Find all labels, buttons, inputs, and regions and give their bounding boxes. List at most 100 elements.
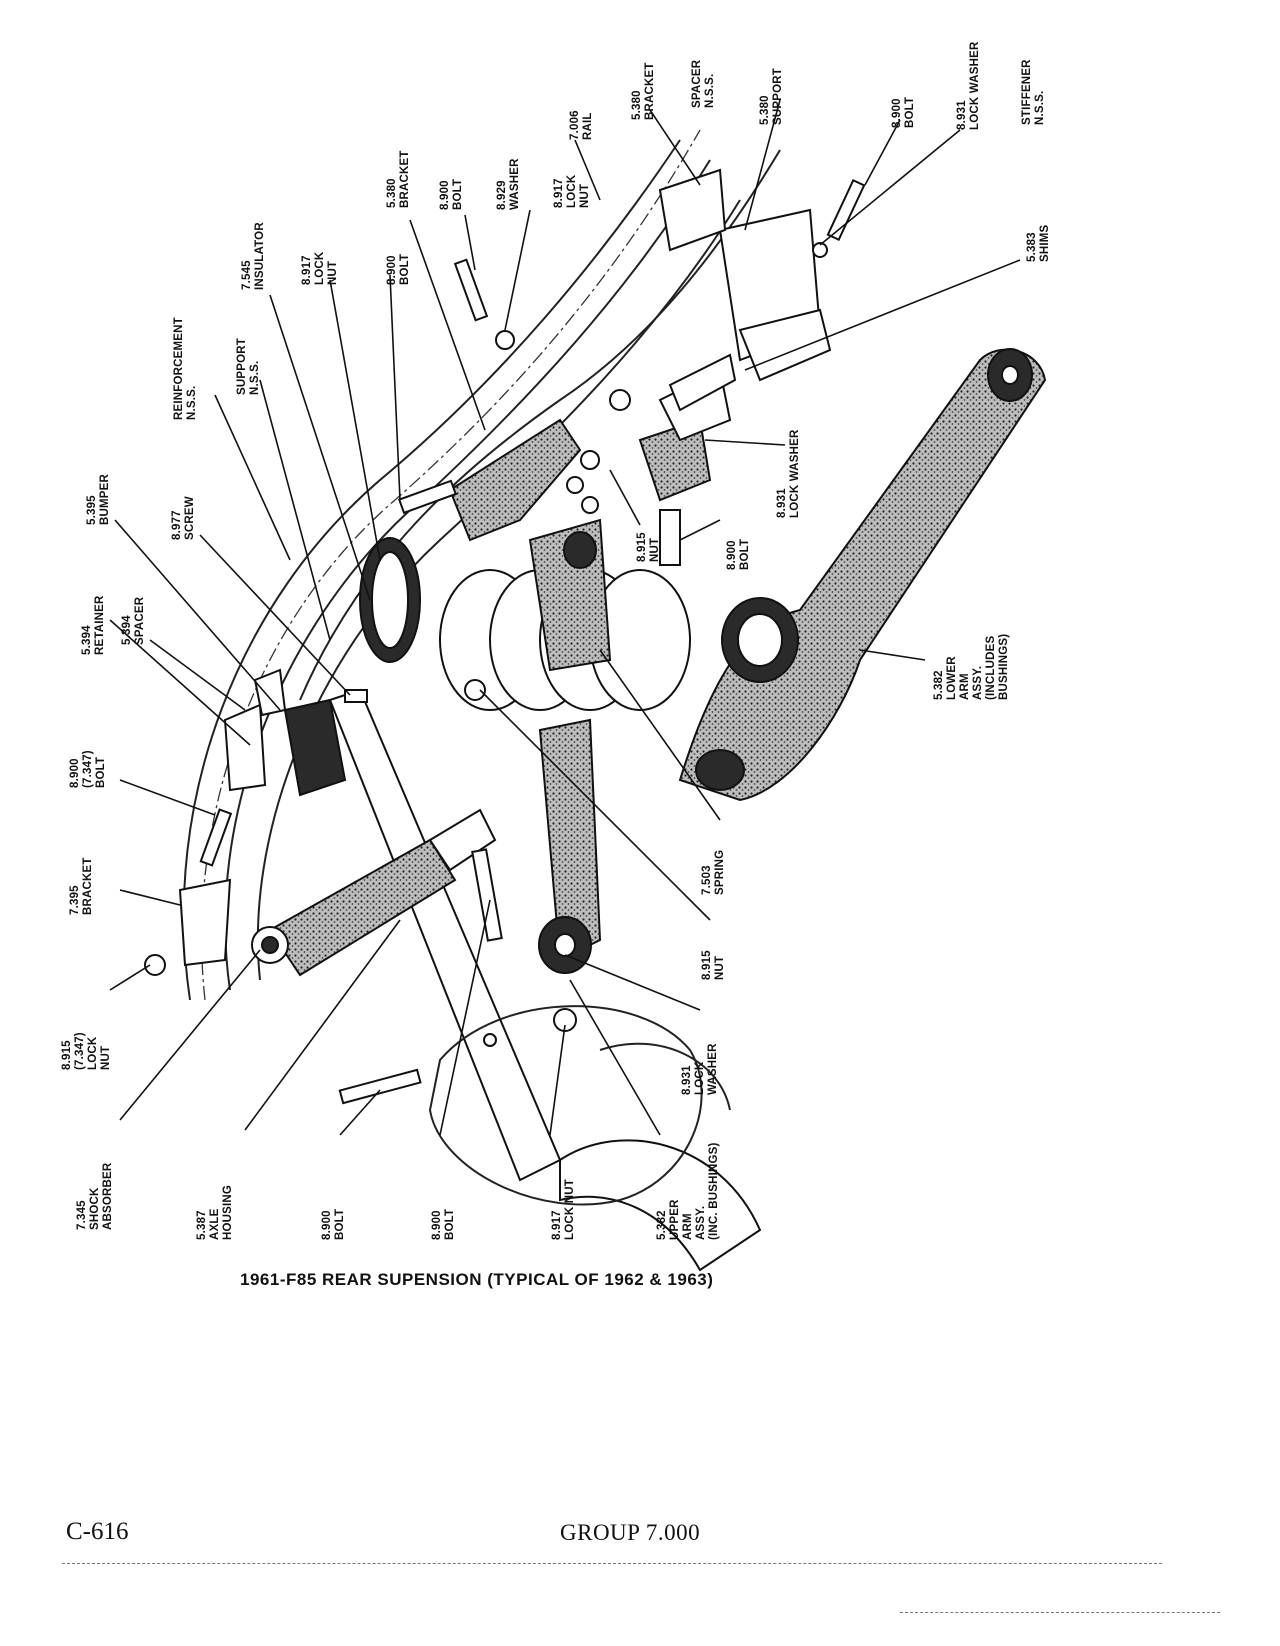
svg-text:NUT: NUT — [579, 184, 591, 208]
svg-text:RETAINER: RETAINER — [94, 595, 106, 655]
bumper — [283, 698, 347, 797]
group-heading: GROUP 7.000 — [560, 1520, 701, 1545]
svg-text:8.900: 8.900 — [891, 98, 903, 128]
svg-text:BOLT: BOLT — [334, 1209, 346, 1240]
label-bolt-top: 8.900 BOLT — [891, 97, 916, 128]
svg-text:LOWER: LOWER — [946, 656, 958, 700]
label-nut-lower: 8.915 NUT — [701, 950, 726, 980]
svg-text:N.S.S.: N.S.S. — [249, 361, 261, 395]
label-axle-housing: 5.387 AXLE HOUSING — [196, 1185, 234, 1240]
svg-text:8.977: 8.977 — [171, 510, 183, 540]
svg-text:BOLT: BOLT — [739, 539, 751, 570]
label-lock-washer-mid: 8.931 LOCK WASHER — [776, 429, 801, 518]
svg-text:HOUSING: HOUSING — [222, 1185, 234, 1240]
svg-text:WASHER: WASHER — [707, 1043, 719, 1095]
svg-text:8.931: 8.931 — [681, 1065, 693, 1095]
svg-text:8.900: 8.900 — [69, 758, 81, 788]
svg-text:NUT: NUT — [327, 261, 339, 285]
svg-text:INSULATOR: INSULATOR — [254, 222, 266, 290]
label-lock-nut-left: 8.915 (7.347) LOCK NUT — [61, 1032, 112, 1070]
retainer — [223, 703, 267, 792]
footer-rule-lower — [900, 1612, 1220, 1613]
svg-text:8.915: 8.915 — [701, 950, 713, 980]
svg-text:BRACKET: BRACKET — [644, 62, 656, 120]
svg-text:ARM: ARM — [682, 1213, 694, 1240]
svg-text:8.900: 8.900 — [321, 1210, 333, 1240]
svg-text:5.382: 5.382 — [933, 670, 945, 700]
svg-text:8.917: 8.917 — [301, 255, 313, 285]
svg-text:8.900: 8.900 — [439, 180, 451, 210]
svg-text:WASHER: WASHER — [509, 158, 521, 210]
svg-text:SPACER: SPACER — [691, 59, 703, 108]
svg-text:8.917: 8.917 — [551, 1210, 563, 1240]
svg-text:5.380: 5.380 — [386, 178, 398, 208]
svg-text:8.931: 8.931 — [776, 488, 788, 518]
svg-text:N.S.S.: N.S.S. — [186, 386, 198, 420]
svg-text:8.917: 8.917 — [553, 178, 565, 208]
label-bracket-top: 5.380 BRACKET — [631, 62, 656, 120]
svg-text:5.387: 5.387 — [196, 1210, 208, 1240]
label-bracket-mid: 5.380 BRACKET — [386, 150, 411, 208]
svg-text:ASSY.: ASSY. — [695, 1206, 707, 1240]
lock-nut-bottom — [553, 1008, 577, 1032]
svg-text:BOLT: BOLT — [452, 179, 464, 210]
label-spring: 7.503 SPRING — [701, 850, 726, 895]
label-nut-mid: 8.915 NUT — [636, 532, 661, 562]
label-lock-nut-mid: 8.917 LOCK NUT — [301, 251, 339, 285]
leader-lines — [109, 99, 1021, 1136]
svg-text:5.382: 5.382 — [656, 1210, 668, 1240]
label-bolt-bottom-b: 8.900 BOLT — [431, 1209, 456, 1240]
svg-text:NUT: NUT — [649, 538, 661, 562]
svg-text:BOLT: BOLT — [904, 97, 916, 128]
lower-arm-assembly — [678, 348, 1047, 802]
shock-absorber — [251, 808, 497, 977]
svg-text:BUMPER: BUMPER — [99, 473, 111, 525]
upper-arm-assembly — [538, 718, 602, 974]
label-lower-arm: 5.382 LOWER ARM ASSY. (INCLUDES BUSHINGS… — [933, 634, 1010, 700]
label-support-right: 5.380 SUPPORT — [759, 68, 784, 125]
svg-text:SUPPORT: SUPPORT — [236, 338, 248, 395]
label-shims: 5.383 SHIMS — [1026, 224, 1051, 262]
svg-text:REINFORCEMENT: REINFORCEMENT — [173, 317, 185, 420]
svg-text:N.S.S.: N.S.S. — [704, 74, 716, 108]
label-bolt-left: 8.900 (7.347) BOLT — [69, 750, 107, 788]
svg-text:SPRING: SPRING — [714, 850, 726, 895]
svg-text:SPACER: SPACER — [134, 596, 146, 645]
svg-text:8.929: 8.929 — [496, 180, 508, 210]
svg-text:8.900: 8.900 — [726, 540, 738, 570]
svg-text:(INC. BUSHINGS): (INC. BUSHINGS) — [708, 1142, 720, 1240]
svg-text:7.345: 7.345 — [76, 1200, 88, 1230]
label-washer-top: 8.929 WASHER — [496, 158, 521, 210]
svg-text:5.395: 5.395 — [86, 495, 98, 525]
svg-text:LOCK: LOCK — [314, 251, 326, 285]
bolt-bottom — [338, 1068, 422, 1105]
label-bolt-bottom-a: 8.900 BOLT — [321, 1209, 346, 1240]
svg-text:5.394: 5.394 — [81, 625, 93, 655]
svg-text:5.394: 5.394 — [121, 615, 133, 645]
svg-text:(INCLUDES: (INCLUDES — [985, 635, 997, 700]
svg-text:LOCK NUT: LOCK NUT — [564, 1179, 576, 1240]
svg-text:BRACKET: BRACKET — [399, 150, 411, 208]
label-spacer-left: 5.394 SPACER — [121, 596, 146, 645]
svg-text:NUT: NUT — [714, 956, 726, 980]
screw — [344, 689, 368, 703]
label-spacer-top: SPACER N.S.S. — [691, 59, 716, 108]
footer-rule — [62, 1563, 1162, 1564]
upper-bracket — [448, 418, 582, 542]
svg-text:LOCK: LOCK — [87, 1036, 99, 1070]
label-lock-washer-top: 8.931 LOCK WASHER — [956, 41, 981, 130]
svg-text:SHOCK: SHOCK — [89, 1187, 101, 1230]
svg-text:LOCK: LOCK — [694, 1061, 706, 1095]
svg-text:5.380: 5.380 — [631, 90, 643, 120]
svg-text:BOLT: BOLT — [399, 254, 411, 285]
page-number: C-616 — [66, 1518, 129, 1545]
svg-text:BOLT: BOLT — [95, 757, 107, 788]
svg-text:BUSHINGS): BUSHINGS) — [998, 634, 1010, 700]
svg-text:SHIMS: SHIMS — [1039, 224, 1051, 262]
label-bumper: 5.395 BUMPER — [86, 473, 111, 525]
svg-text:8.900: 8.900 — [386, 255, 398, 285]
svg-text:BOLT: BOLT — [444, 1209, 456, 1240]
spacer-left — [253, 668, 287, 717]
label-bolt-upper: 8.900 BOLT — [439, 179, 464, 210]
lock-nut-left — [144, 954, 166, 976]
